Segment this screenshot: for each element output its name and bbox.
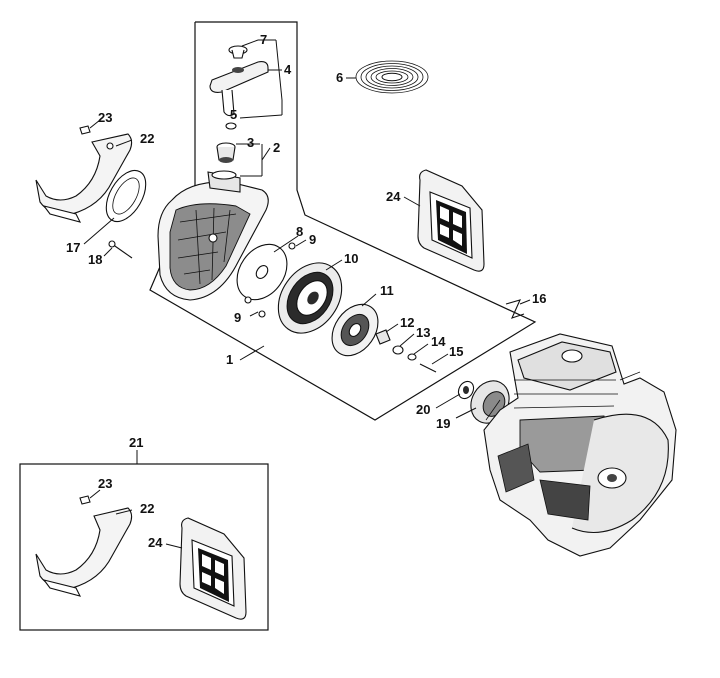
callout-19: 19 <box>436 416 450 431</box>
washer-part-8 <box>236 243 288 301</box>
rewind-spring-part <box>355 60 429 94</box>
rope-guide-bush-part <box>216 142 236 163</box>
callout-9-bottom: 9 <box>234 310 241 325</box>
callout-23-top: 23 <box>98 110 112 125</box>
callout-24-top: 24 <box>386 189 401 204</box>
screw-part-9 <box>244 242 296 318</box>
callout-14: 14 <box>431 334 446 349</box>
leader-lines <box>83 39 531 549</box>
callout-13: 13 <box>416 325 430 340</box>
callout-15: 15 <box>449 344 463 359</box>
callout-12: 12 <box>400 315 414 330</box>
callout-labels: 7 4 5 3 2 6 23 22 17 18 24 8 9 10 11 9 1… <box>66 32 546 550</box>
clip-part <box>505 299 525 319</box>
callout-18: 18 <box>88 252 102 267</box>
kit-cover-plate-part <box>35 495 133 597</box>
cover-plate-part <box>35 125 147 259</box>
callout-10: 10 <box>344 251 358 266</box>
small-parts-12-15 <box>375 329 437 373</box>
rope-rotor-part <box>277 262 343 334</box>
starter-grip-part <box>209 45 269 130</box>
callout-11: 11 <box>380 283 394 298</box>
callout-20: 20 <box>416 402 430 417</box>
engine-crankcase-part <box>483 333 677 557</box>
pawl-carrier-part <box>331 303 379 357</box>
callout-21: 21 <box>129 435 143 450</box>
kit-air-filter-part <box>179 517 247 620</box>
fan-housing-part <box>157 170 269 301</box>
callout-5: 5 <box>230 107 237 122</box>
kit-frame <box>19 463 269 631</box>
callout-4: 4 <box>284 62 292 77</box>
callout-17: 17 <box>66 240 80 255</box>
callout-22-kit: 22 <box>140 501 154 516</box>
callout-23-kit: 23 <box>98 476 112 491</box>
callout-8: 8 <box>296 224 303 239</box>
callout-2: 2 <box>273 140 280 155</box>
callout-3: 3 <box>247 135 254 150</box>
callout-9-top: 9 <box>309 232 316 247</box>
callout-22-top: 22 <box>140 131 154 146</box>
callout-7: 7 <box>260 32 267 47</box>
callout-16: 16 <box>532 291 546 306</box>
callout-1: 1 <box>226 352 233 367</box>
callout-6: 6 <box>336 70 343 85</box>
callout-24-kit: 24 <box>148 535 163 550</box>
air-filter-part <box>417 169 485 272</box>
